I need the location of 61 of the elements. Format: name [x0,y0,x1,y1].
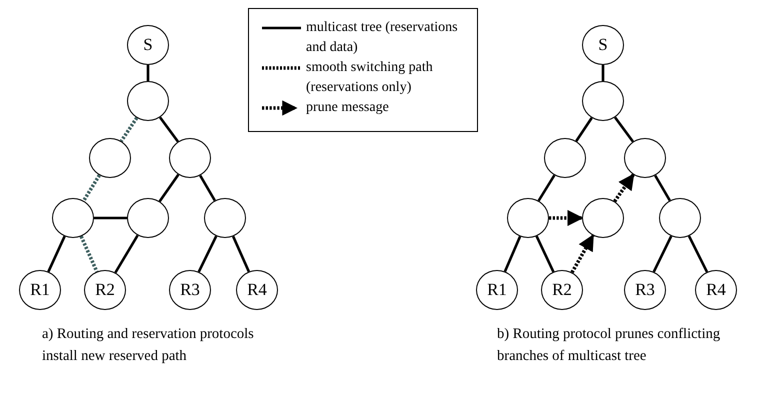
router-node [169,138,211,178]
link-line [82,174,101,202]
router-node [127,81,169,121]
link-line [688,235,708,273]
node-label: R4 [706,280,726,300]
link-line [198,236,218,272]
prune-arrow [613,173,635,202]
link-line [654,174,671,202]
link-line [158,174,180,202]
node-label: S [143,35,153,55]
router-node [507,198,549,238]
node-label: S [598,35,608,55]
figure-caption: b) Routing protocol prunes conflicting branches of multicast tree [497,325,722,366]
link-line [652,236,672,272]
node-label: R2 [552,280,572,300]
link-line [535,236,555,272]
node-label: R3 [180,280,200,300]
router-node [541,270,583,310]
legend-text: smooth switching path (reservations only) [306,59,434,97]
legend-text: multicast tree (reservations and data) [306,19,459,57]
node-label: R2 [95,280,115,300]
link-line [47,236,66,272]
node-label: R1 [30,280,50,300]
router-node [169,270,211,310]
link-line [504,236,522,272]
node-label: R4 [247,280,267,300]
router-node [582,25,624,65]
link-line [199,174,216,202]
link-line [114,234,139,274]
prune-arrow [549,210,584,226]
node-label: R3 [635,280,655,300]
router-node [695,270,737,310]
link-line [159,116,179,142]
router-node [127,25,169,65]
router-node [624,270,666,310]
link-line [146,65,150,81]
node-label: R1 [487,280,507,300]
prune-arrow [570,234,595,274]
router-node [19,270,61,310]
router-node [127,198,169,238]
link-line [575,117,593,142]
link-line [120,116,138,142]
router-node [89,138,131,178]
router-node [476,270,518,310]
router-node [204,198,246,238]
router-node [236,270,278,310]
link-line [232,236,250,272]
router-node [624,138,666,178]
router-node [52,198,94,238]
router-node [582,198,624,238]
link-line [538,174,556,202]
legend-text: prune message [306,99,390,117]
router-node [544,138,586,178]
figure-caption: a) Routing and reservation protocols install new reserved path [42,325,255,366]
router-node [582,81,624,121]
link-line [80,236,98,272]
link-line [602,65,604,81]
link-line [94,216,127,220]
link-line [614,116,634,142]
router-node [84,270,126,310]
router-node [659,198,701,238]
